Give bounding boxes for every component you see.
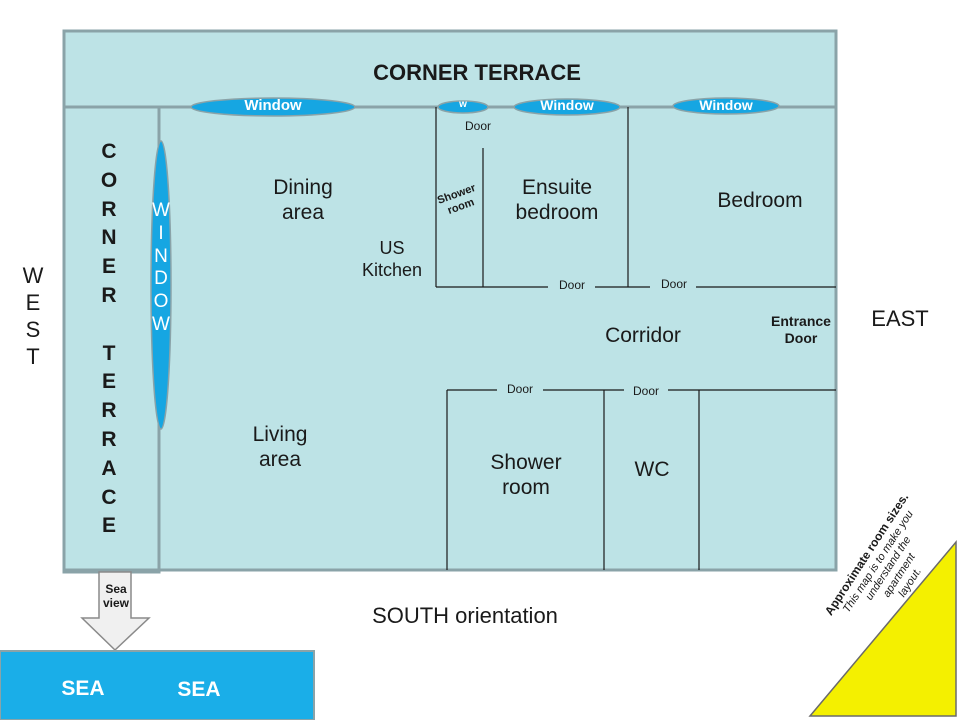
terrace-letter-3: N — [101, 226, 117, 250]
west-letter-0: W — [22, 263, 44, 288]
window-letter-0: W — [152, 200, 170, 221]
terrace-letter-2: R — [101, 197, 117, 221]
sea-view-label: Sea view — [102, 582, 129, 611]
terrace-letter-12: C — [101, 485, 117, 509]
sea-area — [0, 650, 315, 720]
window-letter-5: W — [152, 313, 170, 335]
window-letter-2: N — [154, 245, 168, 267]
living-area-label: Living area — [252, 423, 308, 472]
bedroom-label: Bedroom — [717, 189, 803, 212]
window-letter-4: O — [153, 291, 169, 313]
sea-label-2: SEA — [177, 678, 221, 701]
ensuite-bedroom-label: Ensuite bedroom — [515, 176, 599, 225]
terrace-letter-13: E — [101, 514, 116, 538]
window-top-small-label: w — [459, 99, 467, 110]
window-top-3 — [672, 97, 780, 115]
window-top-2 — [513, 98, 621, 116]
dining-area-label: Dining area — [273, 176, 333, 225]
interior-walls — [435, 107, 836, 570]
terrace-letter-0: C — [101, 140, 117, 163]
entrance-door-label: Entrance Door — [771, 313, 831, 346]
note-triangle — [808, 539, 957, 717]
terrace-letter-7: T — [102, 341, 116, 365]
west-letter-2: S — [25, 317, 41, 342]
west-letter-1: E — [25, 290, 41, 315]
door-shower-label: Door — [497, 382, 543, 397]
door-bedroom-label: Door — [652, 277, 696, 292]
window-left — [150, 140, 172, 430]
terrace-letter-9: R — [101, 399, 117, 423]
top-terrace-label: CORNER TERRACE — [373, 60, 581, 85]
terrace-letter-1: O — [100, 168, 118, 192]
window-top-1 — [190, 97, 356, 117]
terrace-letter-6 — [95, 311, 123, 340]
window-top-3-label: Window — [699, 97, 753, 113]
terrace-letter-10: R — [101, 427, 117, 451]
door-ensuite-label: Door — [549, 278, 595, 293]
shower-room-bottom-label: Shower room — [490, 451, 562, 500]
terrace-letter-5: R — [101, 283, 117, 307]
window-letter-3: D — [154, 268, 168, 290]
door-top-label: Door — [464, 119, 491, 133]
window-top-1-label: Window — [244, 97, 302, 114]
sea-arrow-icon — [80, 571, 151, 652]
wc-label: WC — [634, 458, 670, 481]
kitchen-label: US Kitchen — [361, 238, 423, 280]
building-outline — [62, 29, 838, 572]
terrace-letter-11: A — [101, 456, 117, 480]
window-letter-1: I — [158, 222, 164, 244]
sea-label-1: SEA — [61, 677, 105, 700]
west-letter-3: T — [26, 344, 40, 369]
window-top-2-label: Window — [540, 97, 594, 113]
corridor-label: Corridor — [605, 324, 681, 347]
terrace-letter-8: E — [101, 370, 116, 394]
door-wc-label: Door — [624, 384, 668, 399]
terrace-letter-4: E — [101, 255, 116, 279]
east-label: EAST — [871, 306, 929, 331]
south-label: SOUTH orientation — [372, 603, 558, 628]
window-top-small — [437, 100, 489, 114]
